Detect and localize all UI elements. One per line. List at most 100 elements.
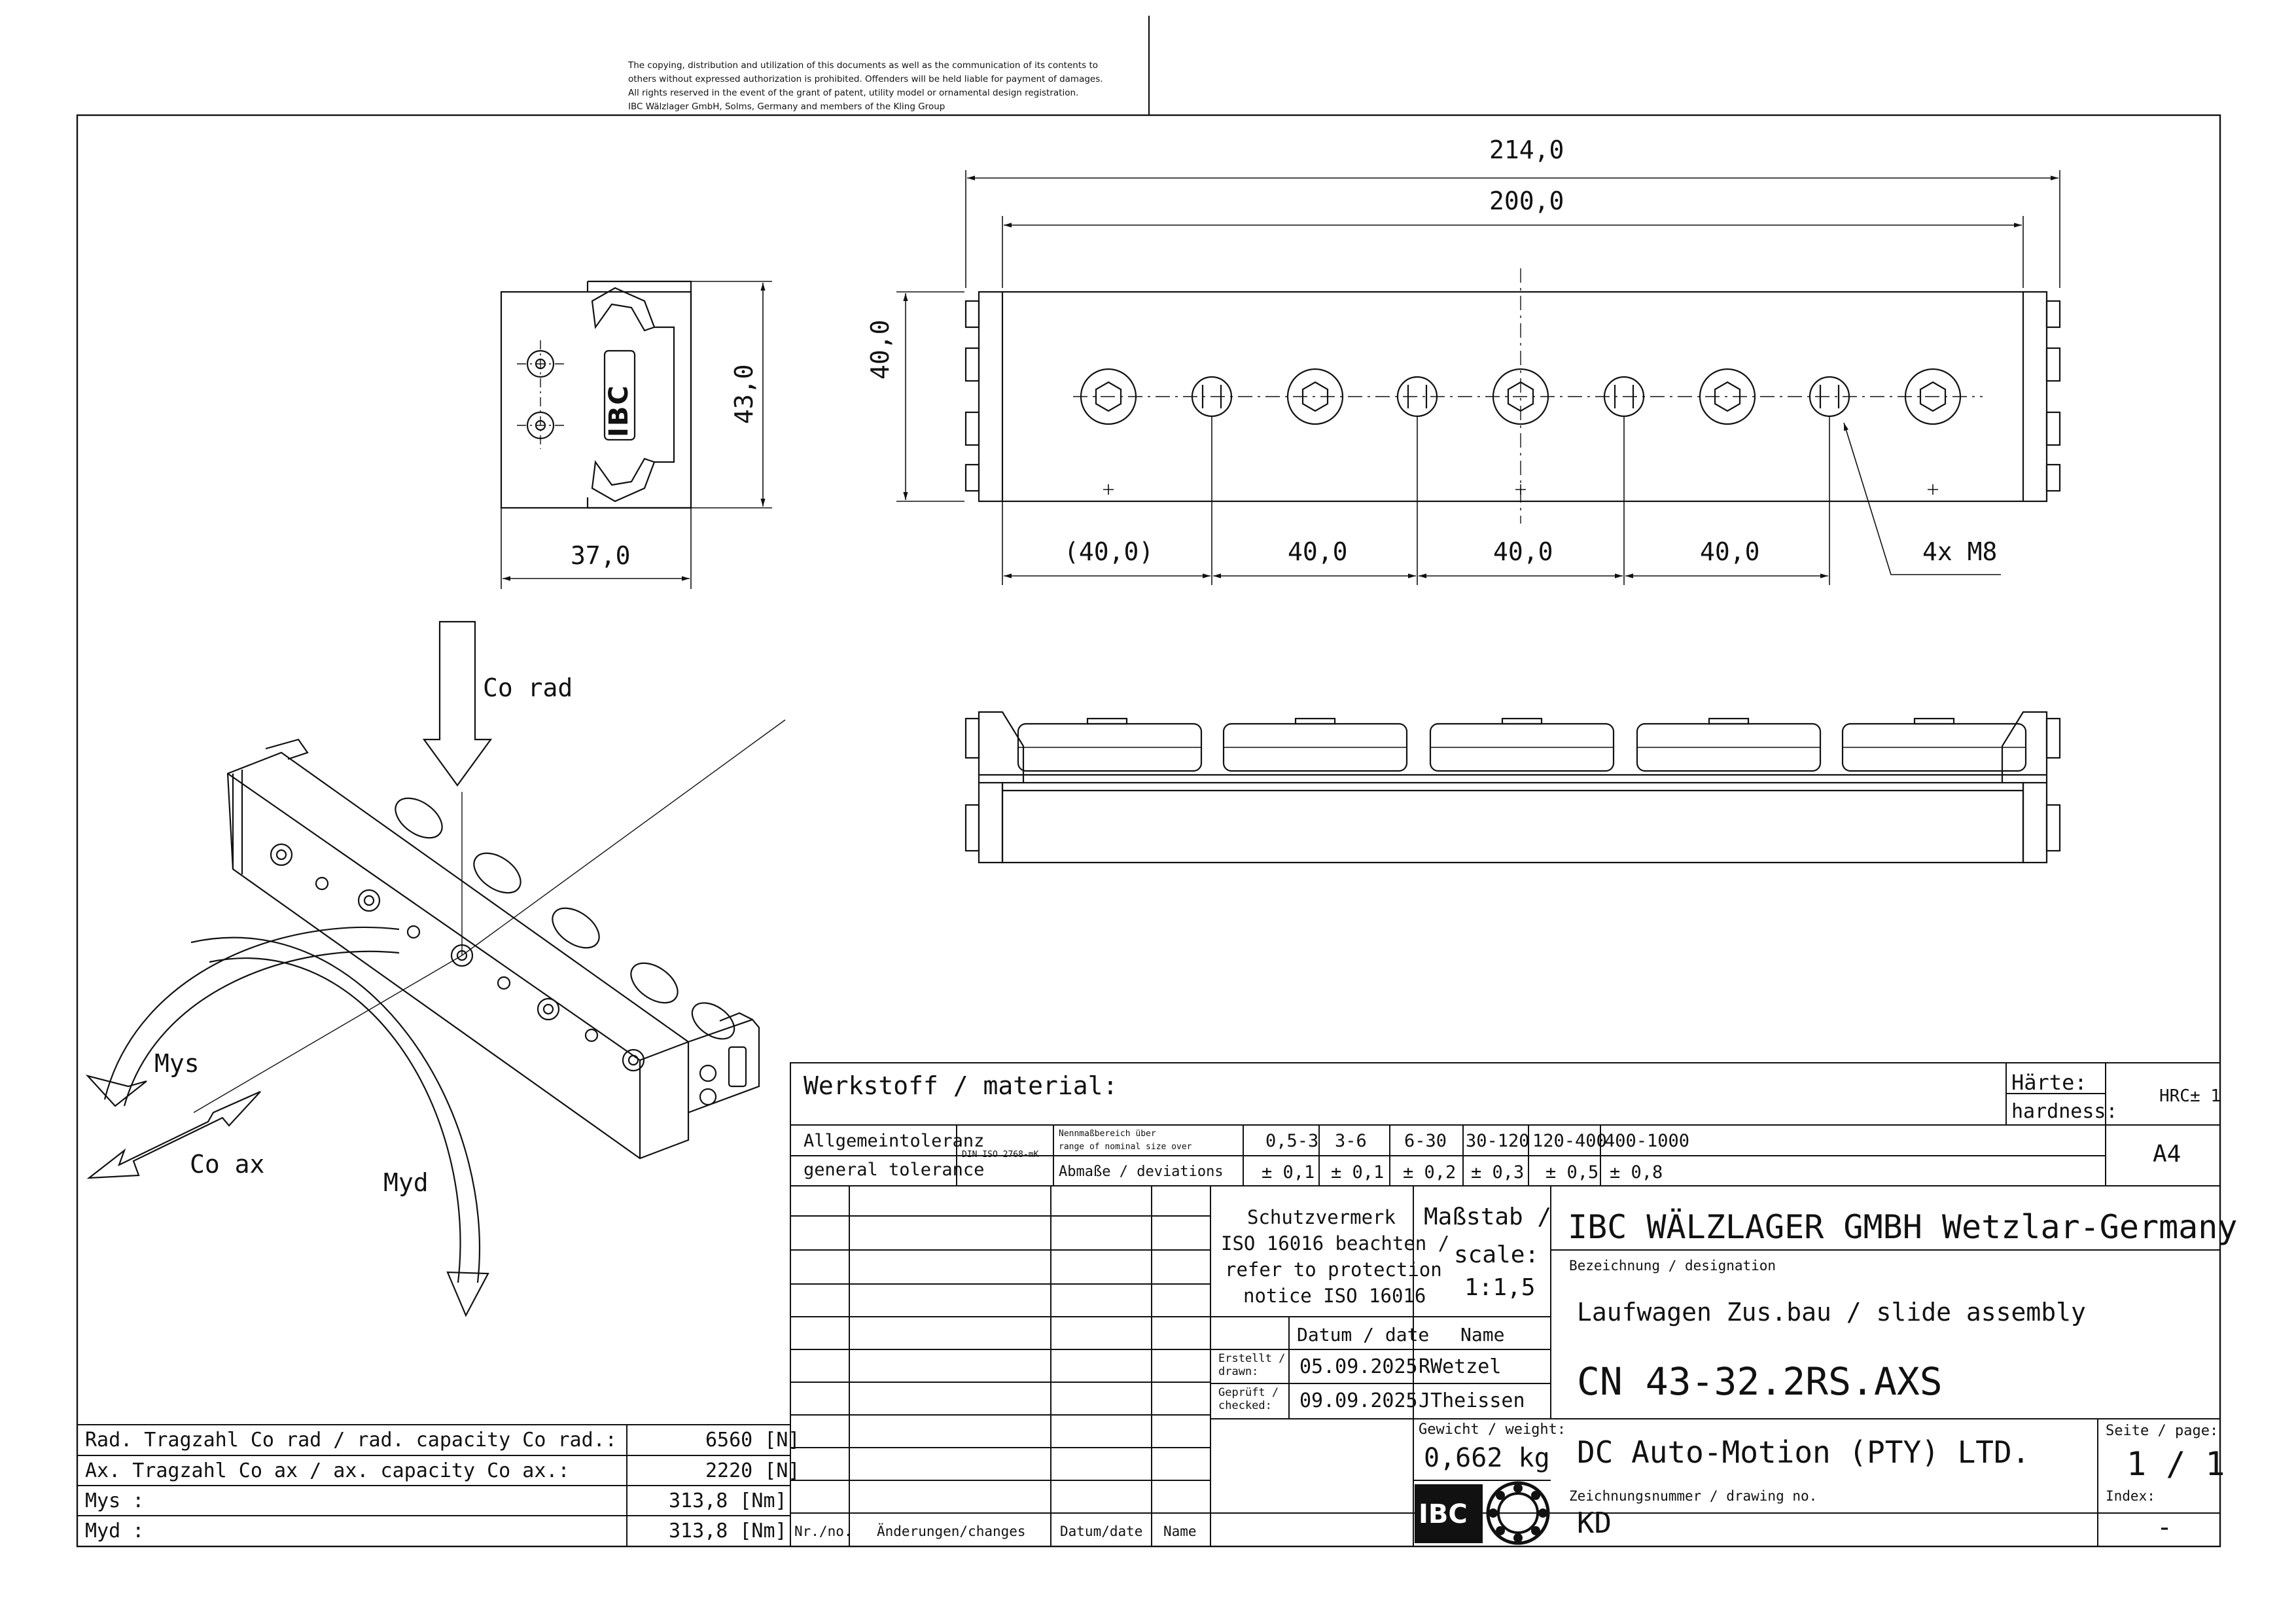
drawing-no: KD bbox=[1577, 1507, 1612, 1540]
myd-arc bbox=[190, 936, 481, 1283]
protection-notice: notice ISO 16016 bbox=[1243, 1285, 1426, 1307]
general-tolerance-de: Allgemeintoleranz bbox=[804, 1131, 985, 1151]
drawing-no-label: Zeichnungsnummer / drawing no. bbox=[1569, 1488, 1818, 1504]
drawing-frame bbox=[76, 114, 2221, 1548]
rev-header: Datum/date bbox=[1060, 1524, 1143, 1539]
ibc-logo-text: IBC bbox=[1419, 1499, 1468, 1529]
rev-header: Änderungen/changes bbox=[877, 1524, 1026, 1539]
checked-label-de: Geprüft / bbox=[1218, 1386, 1279, 1399]
company-name: IBC WÄLZLAGER GMBH Wetzlar-Germany bbox=[1568, 1208, 2238, 1246]
copyright-line: IBC Wälzlager GmbH, Solms, Germany and m… bbox=[628, 101, 945, 112]
drawn-name: RWetzel bbox=[1419, 1355, 1502, 1378]
iso-holes bbox=[270, 843, 747, 1106]
copyright-line: All rights reserved in the event of the … bbox=[628, 87, 1079, 98]
co-rad-arrow bbox=[422, 620, 493, 787]
scale-value: 1:1,5 bbox=[1464, 1274, 1536, 1301]
capacity-value: 2220 [N] bbox=[705, 1459, 800, 1482]
part-number: CN 43-32.2RS.AXS bbox=[1577, 1359, 1943, 1404]
drawn-label-de: Erstellt / bbox=[1218, 1352, 1286, 1365]
tolerance-value: ± 0,5 bbox=[1545, 1162, 1599, 1183]
rev-header: Nr./no. bbox=[794, 1524, 853, 1539]
protection-notice: Schutzvermerk bbox=[1247, 1206, 1396, 1228]
label-mys: Mys bbox=[154, 1049, 200, 1078]
hardness-label-de: Härte: bbox=[2011, 1070, 2087, 1095]
bolt-heads bbox=[1080, 368, 1962, 425]
page-label: Seite / page: bbox=[2106, 1423, 2219, 1439]
side-dimensions bbox=[501, 281, 772, 589]
material-label: Werkstoff / material: bbox=[804, 1071, 1118, 1100]
capacity-label: Mys : bbox=[85, 1489, 145, 1512]
iso-rollers bbox=[395, 797, 735, 1040]
mys-arc bbox=[103, 927, 400, 1107]
tolerance-range: 3-6 bbox=[1335, 1131, 1367, 1151]
weight-label: Gewicht / weight: bbox=[1419, 1421, 1566, 1438]
rev-header: Name bbox=[1163, 1524, 1197, 1539]
page-value: 1 / 1 bbox=[2127, 1445, 2225, 1483]
tolerance-range: 400-1000 bbox=[1604, 1131, 1690, 1151]
copyright-line: others without expressed authorization i… bbox=[628, 73, 1103, 84]
scale-label-2: scale: bbox=[1454, 1241, 1540, 1268]
name-header: Name bbox=[1460, 1324, 1505, 1346]
capacity-table-lines bbox=[77, 1424, 790, 1546]
hardness-label-en: hardness: bbox=[2011, 1100, 2118, 1123]
label-co-rad: Co rad bbox=[483, 673, 573, 702]
copyright-notice: The copying, distribution and utilizatio… bbox=[628, 59, 1103, 114]
dim-pitch-3: 40,0 bbox=[1493, 537, 1553, 566]
tolerance-value: ± 0,1 bbox=[1262, 1162, 1315, 1183]
protection-notice: ISO 16016 beachten / bbox=[1221, 1232, 1450, 1255]
capacity-value: 313,8 [Nm] bbox=[669, 1489, 787, 1512]
tolerance-value: ± 0,8 bbox=[1610, 1162, 1663, 1183]
capacity-value: 313,8 [Nm] bbox=[669, 1520, 787, 1543]
nominal-range-en: range of nominal size over bbox=[1059, 1142, 1192, 1152]
front-view bbox=[964, 268, 2061, 524]
ibc-logo-graphic bbox=[1415, 1481, 1550, 1545]
label-myd: Myd bbox=[383, 1168, 429, 1197]
index-label: Index: bbox=[2106, 1488, 2155, 1504]
checked-name: JTheissen bbox=[1419, 1389, 1525, 1412]
dim-pitch-4: 40,0 bbox=[1700, 537, 1760, 566]
dim-pitch-first: (40,0) bbox=[1064, 537, 1154, 566]
checked-label-en: checked: bbox=[1218, 1399, 1272, 1412]
designation: Laufwagen Zus.bau / slide assembly bbox=[1577, 1298, 2086, 1327]
weight-value: 0,662 kg bbox=[1424, 1443, 1550, 1473]
dim-pitch-2: 40,0 bbox=[1288, 537, 1348, 566]
date-header: Datum / date bbox=[1297, 1324, 1430, 1346]
tolerance-standard: DIN ISO 2768-mK bbox=[962, 1150, 1039, 1160]
dim-overall-length: 214,0 bbox=[1489, 135, 1564, 164]
isometric-view bbox=[193, 719, 786, 1160]
thread-callout: 4x M8 bbox=[1922, 537, 1998, 566]
side-view bbox=[500, 280, 692, 509]
hardness-value: HRC± 1 bbox=[2159, 1086, 2221, 1106]
dim-height-front: 40,0 bbox=[866, 319, 894, 380]
bottom-view bbox=[964, 711, 2061, 864]
capacity-label: Rad. Tragzahl Co rad / rad. capacity Co … bbox=[85, 1429, 617, 1452]
customer-name: DC Auto-Motion (PTY) LTD. bbox=[1577, 1435, 2030, 1470]
capacity-label: Ax. Tragzahl Co ax / ax. capacity Co ax.… bbox=[85, 1459, 570, 1482]
protection-notice: refer to protection bbox=[1225, 1258, 1442, 1281]
dim-hole-span: 200,0 bbox=[1489, 187, 1564, 215]
front-dimensions bbox=[896, 170, 2060, 585]
capacity-label: Myd : bbox=[85, 1520, 145, 1543]
label-co-ax: Co ax bbox=[190, 1150, 265, 1179]
scale-label-1: Maßstab / bbox=[1424, 1204, 1552, 1230]
tolerance-value: ± 0,3 bbox=[1471, 1162, 1525, 1183]
nominal-range-de: Nennmaßbereich über bbox=[1059, 1129, 1156, 1139]
general-tolerance-en: general tolerance bbox=[804, 1160, 985, 1180]
capacity-value: 6560 [N] bbox=[705, 1429, 800, 1452]
dim-height-side: 43,0 bbox=[730, 364, 758, 424]
dim-width-side: 37,0 bbox=[571, 541, 631, 570]
tolerance-range: 0,5-3 bbox=[1265, 1131, 1319, 1151]
tolerance-value: ± 0,2 bbox=[1403, 1162, 1457, 1183]
tolerance-range: 30-120 bbox=[1466, 1131, 1530, 1151]
side-view-logo: IBC bbox=[604, 384, 634, 437]
tolerance-range: 120-400 bbox=[1532, 1131, 1607, 1151]
tolerance-value: ± 0,1 bbox=[1331, 1162, 1385, 1183]
title-block-lines bbox=[790, 1062, 2221, 1547]
designation-label: Bezeichnung / designation bbox=[1569, 1258, 1776, 1274]
co-ax-arrow bbox=[86, 1090, 261, 1179]
drawn-date: 05.09.2025 bbox=[1299, 1355, 1418, 1378]
drawn-label-en: drawn: bbox=[1218, 1365, 1259, 1378]
tolerance-range: 6-30 bbox=[1404, 1131, 1447, 1151]
deviations-label: Abmaße / deviations bbox=[1059, 1164, 1224, 1180]
